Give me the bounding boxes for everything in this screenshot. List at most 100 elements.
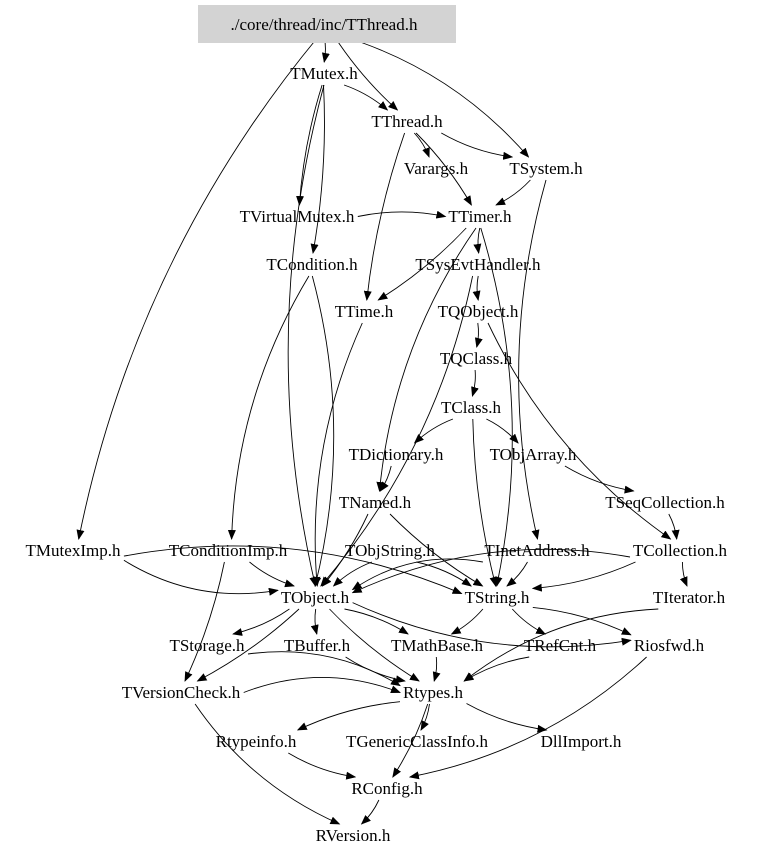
node-tconditionimp[interactable]: TConditionImp.h bbox=[169, 541, 288, 560]
node-titerator[interactable]: TIterator.h bbox=[653, 588, 726, 607]
edge-tsysevthandler-to-tqobject bbox=[472, 275, 481, 301]
edge-rtypes-to-tgenericclassinfo bbox=[420, 703, 430, 731]
node-tqobject[interactable]: TQObject.h bbox=[438, 302, 519, 321]
node-root[interactable]: ./core/thread/inc/TThread.h bbox=[231, 15, 418, 34]
edge-tobject-to-tversioncheck bbox=[196, 608, 300, 682]
edge-tobject-to-rtypes bbox=[329, 608, 420, 682]
node-tmutex[interactable]: TMutex.h bbox=[290, 64, 358, 83]
edge-ttime-to-tobject bbox=[312, 322, 363, 587]
nodes-group: ./core/thread/inc/TThread.h TMutex.h TTh… bbox=[26, 5, 727, 845]
edge-tsysevthandler-to-tobject bbox=[320, 275, 474, 587]
node-varargs[interactable]: Varargs.h bbox=[404, 159, 469, 178]
edge-tmutex-to-tobject bbox=[287, 84, 325, 587]
node-rconfig[interactable]: RConfig.h bbox=[351, 779, 423, 798]
edge-root-to-tthread bbox=[333, 35, 399, 111]
edge-tobject-to-tstorage bbox=[232, 608, 290, 636]
node-tgenericclassinfo[interactable]: TGenericClassInfo.h bbox=[346, 732, 489, 751]
edge-tcondition-to-tconditionimp bbox=[227, 275, 310, 540]
edge-tqobject-to-tqclass bbox=[474, 322, 483, 348]
edge-rtypes-to-rtypeinfo bbox=[296, 701, 401, 731]
edge-tcollection-to-titerator bbox=[679, 561, 688, 587]
node-tinetaddress[interactable]: TInetAddress.h bbox=[484, 541, 590, 560]
edge-ttimer-to-tnamed bbox=[376, 227, 477, 492]
edges-group bbox=[76, 35, 688, 825]
edge-tinetaddress-to-tstring bbox=[506, 561, 528, 587]
edge-tclass-to-tstring bbox=[472, 418, 498, 587]
edge-tversioncheck-to-rversion bbox=[194, 703, 341, 825]
node-riosfwd[interactable]: Riosfwd.h bbox=[634, 636, 705, 655]
node-tmathbase[interactable]: TMathBase.h bbox=[391, 636, 484, 655]
edge-tthread-to-ttimer bbox=[415, 132, 472, 206]
edge-tstorage-to-rtypes bbox=[247, 651, 401, 687]
edge-root-to-tsystem bbox=[341, 35, 530, 158]
node-trefcnt[interactable]: TRefCnt.h bbox=[524, 636, 597, 655]
edge-tinetaddress-to-tobject bbox=[351, 558, 483, 591]
edge-ttimer-to-ttime bbox=[377, 227, 467, 301]
edge-rconfig-to-rversion bbox=[360, 799, 380, 825]
edge-tcollection-to-tstring bbox=[531, 561, 636, 592]
edge-tbuffer-to-rtypes bbox=[345, 656, 406, 684]
node-rversion[interactable]: RVersion.h bbox=[316, 826, 391, 845]
edge-tclass-to-tobjarray bbox=[486, 418, 519, 444]
edge-tcondition-to-tobject bbox=[311, 275, 335, 587]
node-tstorage[interactable]: TStorage.h bbox=[169, 636, 245, 655]
edge-tmutex-to-tthread bbox=[343, 84, 389, 111]
node-tqclass[interactable]: TQClass.h bbox=[440, 349, 513, 368]
edge-riosfwd-to-rconfig bbox=[408, 656, 647, 780]
node-tclass[interactable]: TClass.h bbox=[441, 398, 501, 417]
edge-root-to-tmuteximp bbox=[76, 35, 320, 540]
node-rtypes[interactable]: Rtypes.h bbox=[403, 683, 463, 702]
edge-tobject-to-tbuffer bbox=[310, 608, 319, 635]
edge-tmuteximp-to-tstring bbox=[123, 545, 463, 595]
edge-tobjstring-to-tobject bbox=[332, 561, 373, 587]
edge-tmutex-to-tvirtualmutex bbox=[296, 84, 323, 206]
node-tobject[interactable]: TObject.h bbox=[281, 588, 350, 607]
node-tnamed[interactable]: TNamed.h bbox=[339, 493, 412, 512]
node-tseqcollection[interactable]: TSeqCollection.h bbox=[605, 493, 725, 512]
edge-tstring-to-riosfwd bbox=[532, 606, 632, 636]
edge-tmathbase-to-rtypes bbox=[432, 656, 441, 682]
edge-tcollection-to-tobject bbox=[351, 548, 631, 594]
root-node-box bbox=[198, 5, 456, 43]
edge-tconditionimp-to-tversioncheck bbox=[184, 561, 225, 682]
edge-ttimer-to-tstring bbox=[480, 227, 513, 587]
node-tobjstring[interactable]: TObjString.h bbox=[345, 541, 435, 560]
edge-ttimer-to-tsysevthandler bbox=[473, 227, 482, 254]
node-tversioncheck[interactable]: TVersionCheck.h bbox=[122, 683, 241, 702]
node-tsystem[interactable]: TSystem.h bbox=[509, 159, 583, 178]
edge-tobject-to-riosfwd bbox=[352, 602, 632, 648]
node-tcollection[interactable]: TCollection.h bbox=[633, 541, 727, 560]
edge-tqobject-to-tcollection bbox=[487, 322, 672, 540]
edge-tclass-to-tdictionary bbox=[413, 418, 454, 444]
node-rtypeinfo[interactable]: Rtypeinfo.h bbox=[216, 732, 297, 751]
edge-tseqcollection-to-tcollection bbox=[668, 513, 680, 540]
node-tbuffer[interactable]: TBuffer.h bbox=[284, 636, 351, 655]
edge-tmutex-to-tcondition bbox=[310, 84, 325, 254]
edge-tversioncheck-to-rtypes bbox=[243, 677, 401, 693]
edge-tconditionimp-to-tobject bbox=[249, 561, 295, 588]
edge-tthread-to-tsystem bbox=[441, 132, 514, 160]
node-tdictionary[interactable]: TDictionary.h bbox=[349, 445, 444, 464]
edge-tthread-to-ttime bbox=[363, 132, 406, 301]
edge-tstring-to-trefcnt bbox=[511, 608, 547, 635]
edge-rtypes-to-dllimport bbox=[466, 703, 548, 733]
edge-tqclass-to-tclass bbox=[471, 369, 479, 397]
edge-tmuteximp-to-tobject bbox=[123, 559, 279, 596]
node-ttimer[interactable]: TTimer.h bbox=[448, 207, 512, 226]
edge-tnamed-to-tobject bbox=[321, 513, 369, 587]
edge-tobject-to-tmathbase bbox=[344, 608, 409, 635]
node-tcondition[interactable]: TCondition.h bbox=[266, 255, 358, 274]
node-ttime[interactable]: TTime.h bbox=[335, 302, 394, 321]
edge-tsystem-to-tinetaddress bbox=[518, 179, 547, 540]
node-tthread[interactable]: TThread.h bbox=[371, 112, 443, 131]
node-tsysevthandler[interactable]: TSysEvtHandler.h bbox=[415, 255, 541, 274]
edge-tobjarray-to-tseqcollection bbox=[564, 465, 635, 494]
node-tstring[interactable]: TString.h bbox=[465, 588, 530, 607]
node-tmuteximp[interactable]: TMutexImp.h bbox=[26, 541, 121, 560]
node-tobjarray[interactable]: TObjArray.h bbox=[490, 445, 577, 464]
edge-tdictionary-to-tnamed bbox=[379, 465, 392, 492]
edge-titerator-to-rtypes bbox=[463, 608, 659, 682]
node-tvirtualmutex[interactable]: TVirtualMutex.h bbox=[240, 207, 355, 226]
node-dllimport[interactable]: DllImport.h bbox=[541, 732, 622, 751]
